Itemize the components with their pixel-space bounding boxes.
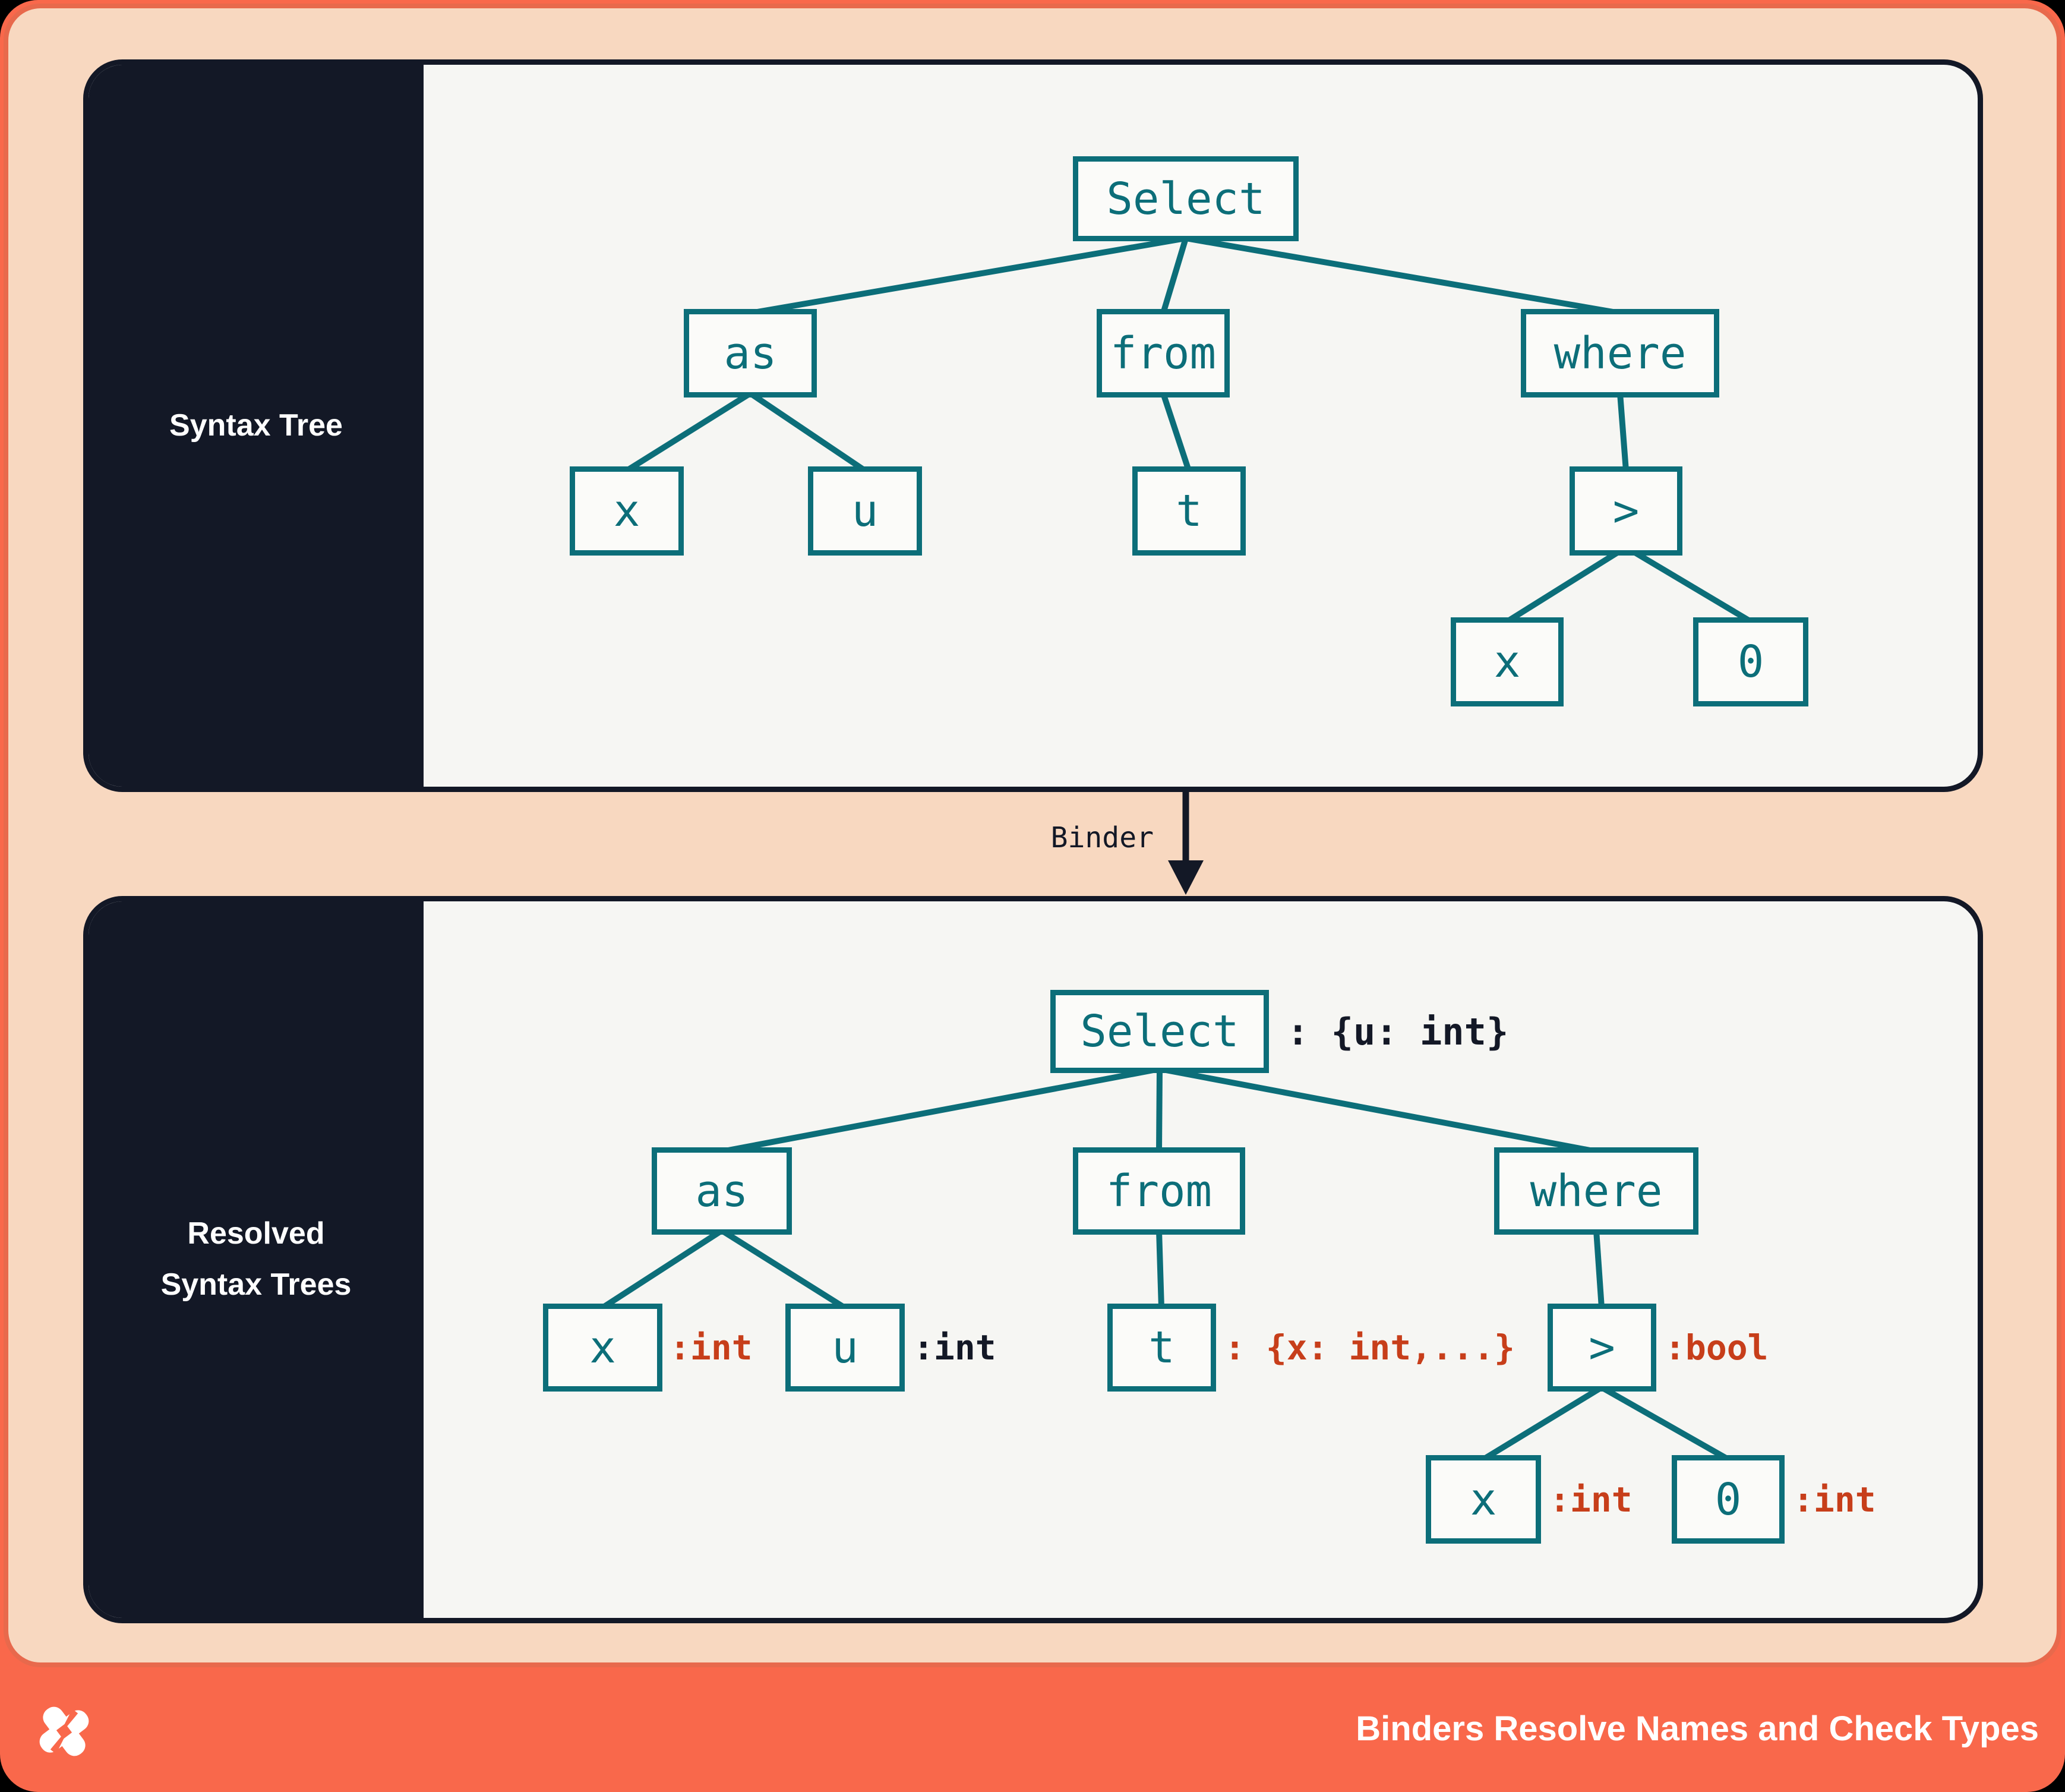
node-select-resolved: Select [1050,990,1269,1073]
node-zero-resolved: 0 [1672,1455,1785,1544]
node-where: where [1521,309,1719,397]
resolved-syntax-trees-sidebar: Resolved Syntax Trees [89,901,424,1618]
node-u-resolved: u [785,1304,905,1392]
node-x-under-gt-resolved: x [1426,1455,1541,1544]
node-select: Select [1073,156,1299,241]
annotation-u-type: :int [913,1327,996,1368]
node-x-resolved: x [543,1304,662,1392]
node-as-resolved: as [652,1147,792,1235]
node-where-resolved: where [1494,1147,1698,1235]
resolved-syntax-trees-panel: Select : {u: int} as from where x :int u… [83,896,1983,1623]
footer-title: Binders Resolve Names and Check Types [1356,1709,2039,1748]
node-x-under-as: x [570,466,684,556]
annotation-zero-type: :int [1793,1479,1876,1520]
node-zero-under-gt: 0 [1693,617,1808,706]
resolved-syntax-trees-label: Resolved Syntax Trees [161,1209,352,1311]
annotation-x-type: :int [670,1327,753,1368]
binder-label: Binder [1050,821,1154,854]
annotation-x-under-gt-type: :int [1549,1479,1633,1520]
node-gt-resolved: > [1548,1304,1656,1392]
annotation-t-type: : {x: int,...} [1224,1327,1515,1368]
node-from: from [1097,309,1230,397]
resolved-label-line1: Resolved [187,1216,325,1251]
resolved-label-line2: Syntax Trees [160,1267,352,1302]
pinwheel-logo-icon [39,1706,89,1756]
binder-arrow-icon [1168,791,1204,895]
node-gt-under-where: > [1570,466,1682,556]
annotation-gt-type: :bool [1665,1327,1769,1368]
node-from-resolved: from [1073,1147,1245,1235]
node-t-under-from: t [1132,466,1246,556]
syntax-tree-label: Syntax Tree [169,408,343,443]
node-x-under-gt: x [1451,617,1564,706]
node-u-under-as: u [808,466,922,556]
syntax-tree-sidebar: Syntax Tree [89,65,424,787]
annotation-select-type: : {u: int} [1287,1009,1509,1053]
node-t-resolved: t [1107,1304,1216,1392]
syntax-tree-panel: Select as from where x u t > x 0 Syntax … [83,59,1983,792]
node-as: as [684,309,817,397]
